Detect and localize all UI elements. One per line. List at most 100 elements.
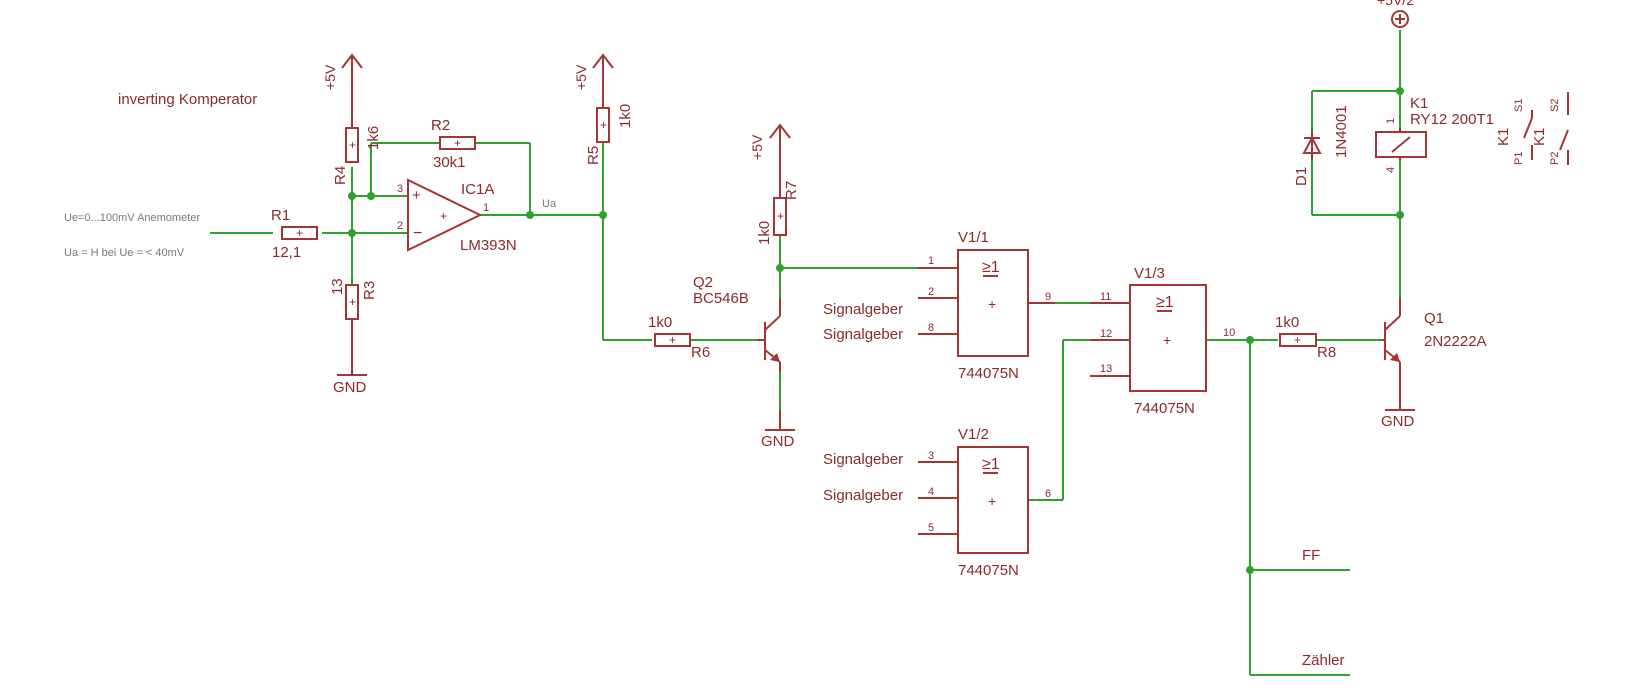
diode-part: 1N4001 [1333, 105, 1350, 158]
resistor-value-r2: 30k1 [433, 154, 466, 171]
output-label-ff: FF [1302, 547, 1320, 564]
resistor-r6: + 1k0 R6 [648, 314, 710, 361]
resistor-r1: + R1 12,1 [271, 207, 318, 261]
junction-dot [348, 192, 356, 200]
svg-text:+: + [777, 209, 784, 223]
ground-q2: GND [761, 410, 795, 450]
comparator-part: LM393N [460, 237, 517, 254]
ground-label-q1: GND [1381, 413, 1415, 430]
svg-text:+: + [454, 136, 461, 150]
relay-contact-1: S1 P1 K1 [1495, 99, 1533, 165]
signal-inputs: Signalgeber Signalgeber Signalgeber Sign… [823, 301, 903, 504]
supply-label-r4: +5V [322, 64, 338, 90]
svg-text:+: + [669, 333, 676, 347]
relay-name: K1 [1410, 95, 1428, 112]
supply-label-r7: +5V [749, 134, 765, 160]
wires [210, 30, 1401, 676]
ground-label-r3: GND [333, 379, 367, 396]
svg-text:+: + [296, 226, 303, 240]
relay-contact-pin: P2 [1549, 152, 1561, 165]
relay-contact-pin: S1 [1513, 99, 1525, 112]
svg-text:+: + [1294, 333, 1301, 347]
resistor-value-r5: 1k0 [617, 104, 634, 128]
gate-symbol-v1-2: ≥1 [982, 456, 1000, 473]
relay-part: RY12 200T1 [1410, 111, 1494, 128]
gate-v1-3: ≥1 + 11 12 13 10 V1/3 744075N [1090, 265, 1235, 417]
gate-symbol-v1-3: ≥1 [1156, 294, 1174, 311]
diode-d1: D1 1N4001 [1293, 105, 1350, 186]
supply-r7: +5V [749, 123, 791, 198]
signal-input-label: Signalgeber [823, 451, 903, 468]
gate-part-v1-3: 744075N [1134, 400, 1195, 417]
relay-contact-ref: K1 [1531, 128, 1548, 146]
ua-condition-note: Ua = H bei Ue = < 40mV [64, 247, 185, 259]
gate-pin: 5 [928, 522, 934, 534]
resistor-value-r1: 12,1 [272, 244, 301, 261]
resistor-r3: + R3 13 [329, 278, 378, 355]
supply-r5: +5V [573, 53, 614, 108]
transistor-q2: Q2 BC546B [693, 274, 781, 372]
resistor-name-r7: R7 [783, 181, 800, 200]
junction-dot [1246, 566, 1254, 574]
svg-text:+: + [412, 187, 421, 204]
resistor-r2: + R2 30k1 [431, 117, 476, 171]
svg-text:+: + [600, 118, 607, 132]
junction-dot [776, 264, 784, 272]
comparator-output-label: Ua [542, 198, 557, 210]
transistor-name-q2: Q2 [693, 274, 713, 291]
ue-range-note: Ue=0...100mV Anemometer [64, 212, 200, 224]
gate-pin: 1 [928, 255, 934, 267]
diode-name: D1 [1293, 167, 1310, 186]
junction-dot [367, 192, 375, 200]
relay-contact-2: S2 P2 K1 [1531, 92, 1569, 165]
relay-contact-pin: S2 [1549, 99, 1561, 112]
junction-dot [348, 229, 356, 237]
gate-pin: 6 [1045, 488, 1051, 500]
supply-label-relay: +5V/2 [1377, 0, 1414, 8]
ground-r3: GND [333, 355, 367, 396]
resistor-value-r8: 1k0 [1275, 314, 1299, 331]
junction-dot [599, 211, 607, 219]
resistor-r8: + 1k0 R8 [1275, 314, 1336, 361]
gate-name-v1-3: V1/3 [1134, 265, 1165, 282]
relay-coil-pin-bottom: 4 [1385, 167, 1397, 173]
svg-text:+: + [1163, 332, 1171, 348]
gate-pin: 9 [1045, 291, 1051, 303]
resistor-r4: + R4 1k6 [332, 120, 382, 185]
gate-pin: 4 [928, 486, 934, 498]
gate-pin: 10 [1223, 327, 1235, 339]
svg-text:+: + [349, 138, 356, 152]
gate-pin: 12 [1100, 328, 1112, 340]
relay-contact-pin: P1 [1513, 152, 1525, 165]
transistor-q1: Q1 2N2222A [1382, 298, 1487, 385]
gate-pin: 11 [1100, 291, 1111, 303]
comparator-pin-plus: 3 [397, 183, 403, 195]
comparator-ic1a: + − + 3 2 1 IC1A LM393N Ua [397, 178, 557, 254]
transistor-name-q1: Q1 [1424, 310, 1444, 327]
junction-dot [1246, 336, 1254, 344]
resistor-name-r8: R8 [1317, 344, 1336, 361]
gate-v1-1: ≥1 + 1 2 8 9 V1/1 744075N [918, 229, 1055, 382]
comparator-name: IC1A [461, 181, 494, 198]
gate-pin: 3 [928, 450, 934, 462]
svg-text:+: + [988, 296, 996, 312]
output-label-counter: Zähler [1302, 652, 1345, 669]
supply-r4: +5V [322, 53, 363, 128]
resistor-value-r4: 1k6 [365, 126, 382, 150]
resistor-name-r3: R3 [361, 281, 378, 300]
relay-coil-pin-top: 1 [1385, 118, 1397, 124]
gate-symbol-v1-1: ≥1 [982, 259, 1000, 276]
supply-relay: +5V/2 [1377, 0, 1414, 28]
transistor-part-q2: BC546B [693, 290, 749, 307]
relay-k1: 1 4 K1 RY12 200T1 [1375, 95, 1494, 173]
gate-v1-2: ≥1 + 3 4 5 6 V1/2 744075N [918, 426, 1051, 579]
signal-input-label: Signalgeber [823, 301, 903, 318]
comparator-pin-out: 1 [483, 202, 489, 214]
signal-input-label: Signalgeber [823, 487, 903, 504]
gate-pin: 8 [928, 322, 934, 334]
resistor-name-r6: R6 [691, 344, 710, 361]
resistor-name-r4: R4 [332, 166, 349, 185]
resistor-name-r5: R5 [585, 146, 602, 165]
comparator-pin-minus: 2 [397, 220, 403, 232]
